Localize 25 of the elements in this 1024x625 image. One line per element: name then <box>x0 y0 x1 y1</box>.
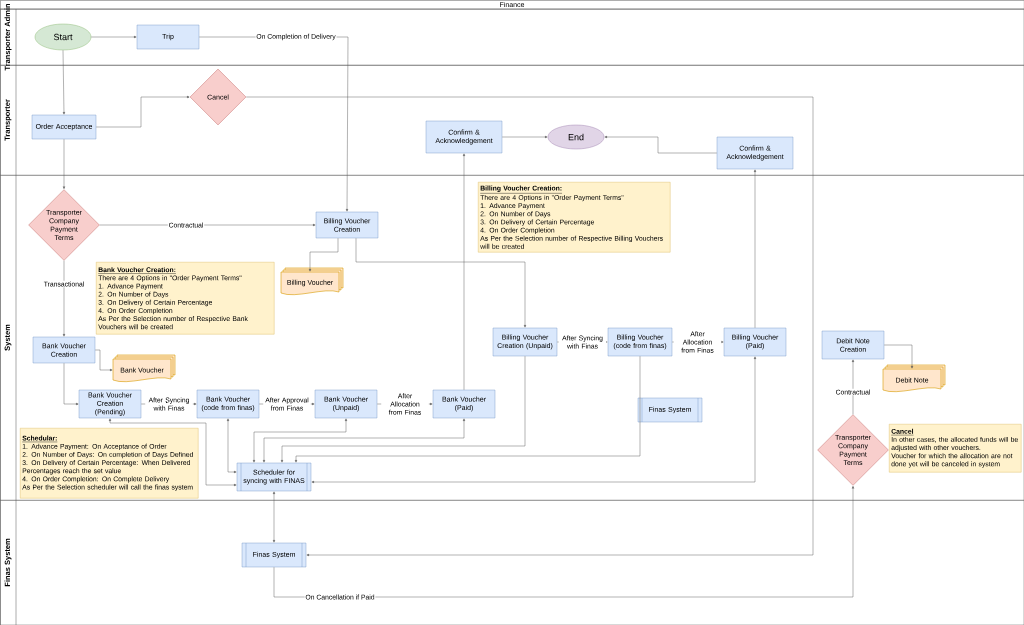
arrow <box>502 135 548 139</box>
arrow <box>226 418 237 474</box>
arrow <box>604 135 718 154</box>
arrow <box>246 96 814 557</box>
arrow <box>262 418 466 463</box>
arrow <box>355 237 527 328</box>
arrow <box>273 486 855 598</box>
arrow <box>62 260 66 337</box>
arrow <box>62 139 66 189</box>
arrow <box>311 356 757 484</box>
arrow <box>62 50 66 115</box>
arrow <box>96 95 190 128</box>
arrow <box>63 363 79 406</box>
arrow <box>753 169 757 329</box>
arrow <box>280 356 526 463</box>
arrow <box>108 418 237 487</box>
arrow <box>884 344 914 369</box>
arrow <box>308 237 339 272</box>
arrow <box>462 153 466 391</box>
arrow <box>94 349 113 372</box>
arrow <box>294 356 641 463</box>
arrow <box>91 35 137 39</box>
arrow <box>272 491 276 543</box>
arrow <box>851 359 855 415</box>
arrow <box>252 418 348 463</box>
